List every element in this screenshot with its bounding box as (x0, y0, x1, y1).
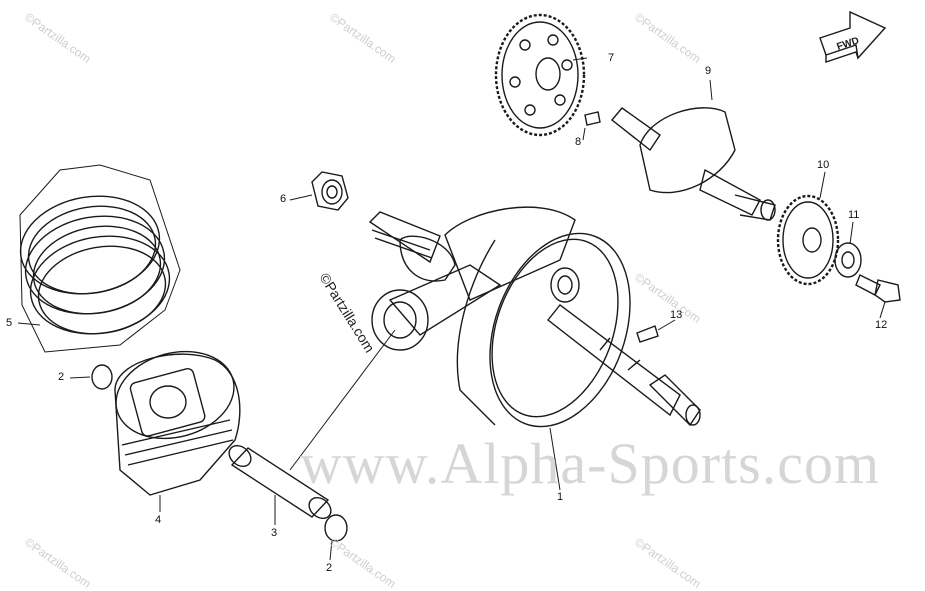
callout-3[interactable]: 3 (271, 527, 278, 539)
callout-2-right[interactable]: 2 (326, 562, 333, 574)
washer[interactable] (834, 242, 862, 278)
callout-8[interactable]: 8 (575, 136, 582, 148)
callout-2-left[interactable]: 2 (58, 371, 65, 383)
piston[interactable] (106, 339, 244, 496)
callout-5[interactable]: 5 (6, 317, 13, 329)
piston-pin-clip-left[interactable] (91, 364, 113, 390)
callout-9[interactable]: 9 (705, 65, 712, 77)
callout-7[interactable]: 7 (608, 52, 615, 64)
pin-reference-line (289, 329, 396, 471)
callout-11[interactable]: 11 (848, 209, 860, 221)
balancer-shaft[interactable] (611, 107, 776, 221)
piston-pin[interactable] (225, 441, 335, 522)
piston-pin-clip-right[interactable] (324, 514, 348, 542)
piston-ring-set[interactable] (13, 164, 181, 353)
callout-6[interactable]: 6 (280, 193, 287, 205)
forward-direction-arrow (819, 10, 887, 63)
crankshaft-nut[interactable] (311, 171, 349, 211)
callout-1[interactable]: 1 (557, 491, 564, 503)
woodruff-key-crank[interactable] (636, 325, 659, 343)
balancer-drive-gear[interactable] (494, 13, 586, 137)
callout-12[interactable]: 12 (875, 319, 888, 331)
callout-4[interactable]: 4 (155, 514, 162, 526)
woodruff-key-balancer[interactable] (584, 111, 601, 126)
callout-10[interactable]: 10 (817, 159, 830, 171)
balancer-driven-gear[interactable] (776, 194, 840, 286)
crankshaft-assembly[interactable] (368, 206, 701, 446)
flange-bolt[interactable] (855, 274, 901, 303)
watermark-main: www.Alpha-Sports.com (300, 431, 881, 496)
callout-13[interactable]: 13 (670, 309, 683, 321)
leader-lines (17, 57, 886, 561)
